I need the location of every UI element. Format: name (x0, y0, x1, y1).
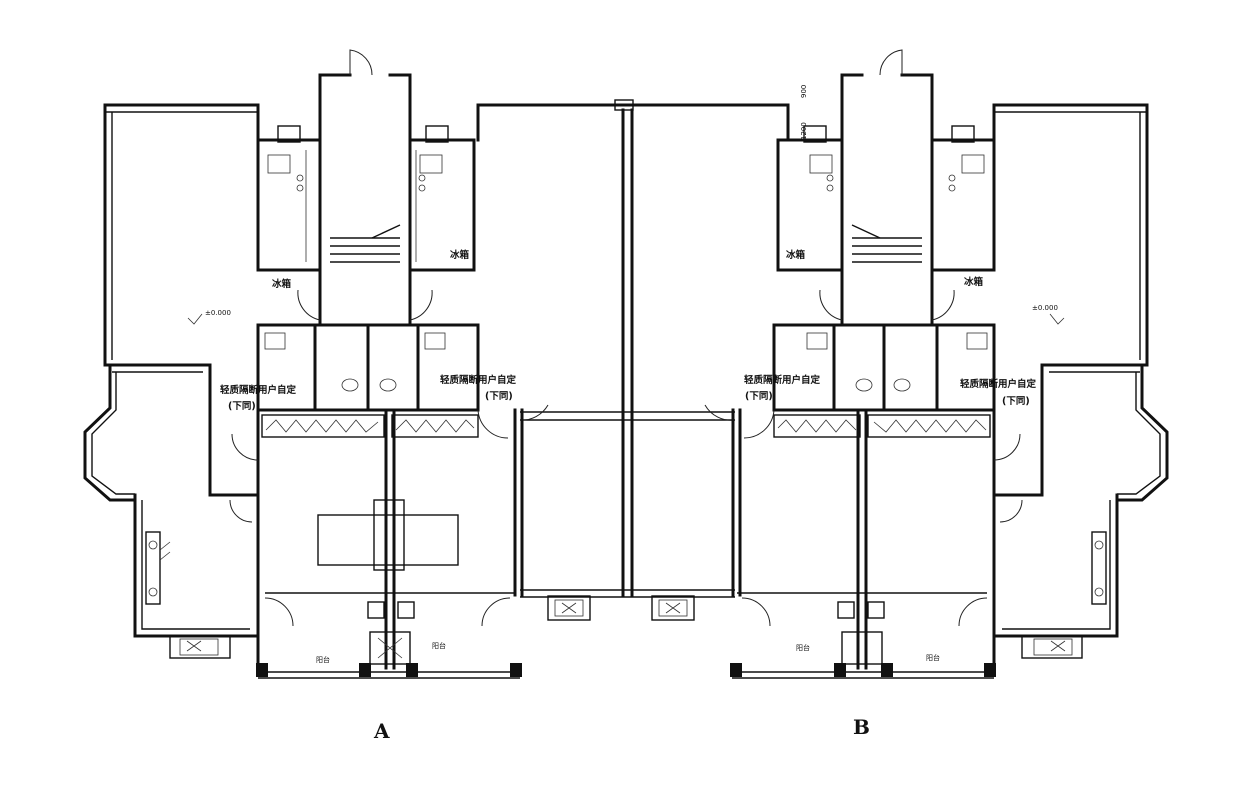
partition-note-b-right: (下同) (1002, 396, 1030, 407)
fridge-label-a-left: 冰箱 (272, 278, 292, 290)
unit-a (83, 49, 522, 679)
dimension-1200: 1200 (800, 122, 808, 140)
elevation-label-a: ±0.000 (205, 309, 231, 317)
partition-note-b-left: (下同) (745, 391, 773, 402)
partition-note-a-left: (下同) (228, 401, 256, 412)
balcony-label-a-left: 阳台 (316, 655, 330, 664)
unit-b (730, 49, 1169, 679)
unit-a-title: A (373, 719, 390, 743)
balcony-label-b-right: 阳台 (926, 653, 940, 662)
partition-label-a-right: 轻质隔断用户自定 (440, 374, 517, 386)
partition-label-b-right: 轻质隔断用户自定 (960, 378, 1037, 390)
unit-b-title: B (853, 715, 870, 739)
balcony-label-a-right: 阳台 (432, 641, 446, 650)
labels: ±0.000 ±0.000 轻质隔断用户自定 (下同) 轻质隔断用户自定 (下同… (205, 85, 1058, 743)
fridge-label-a-right: 冰箱 (450, 249, 470, 261)
fridge-label-b-right: 冰箱 (964, 276, 984, 288)
central-wall (476, 99, 790, 621)
partition-label-b-left: 轻质隔断用户自定 (744, 374, 821, 386)
elevation-label-b: ±0.000 (1032, 304, 1058, 312)
balcony-label-b-left: 阳台 (796, 643, 810, 652)
partition-note-a-right: (下同) (485, 391, 513, 402)
partition-label-a-left: 轻质隔断用户自定 (220, 384, 297, 396)
fridge-label-b-left: 冰箱 (786, 249, 806, 261)
dimension-900: 900 (800, 85, 808, 98)
